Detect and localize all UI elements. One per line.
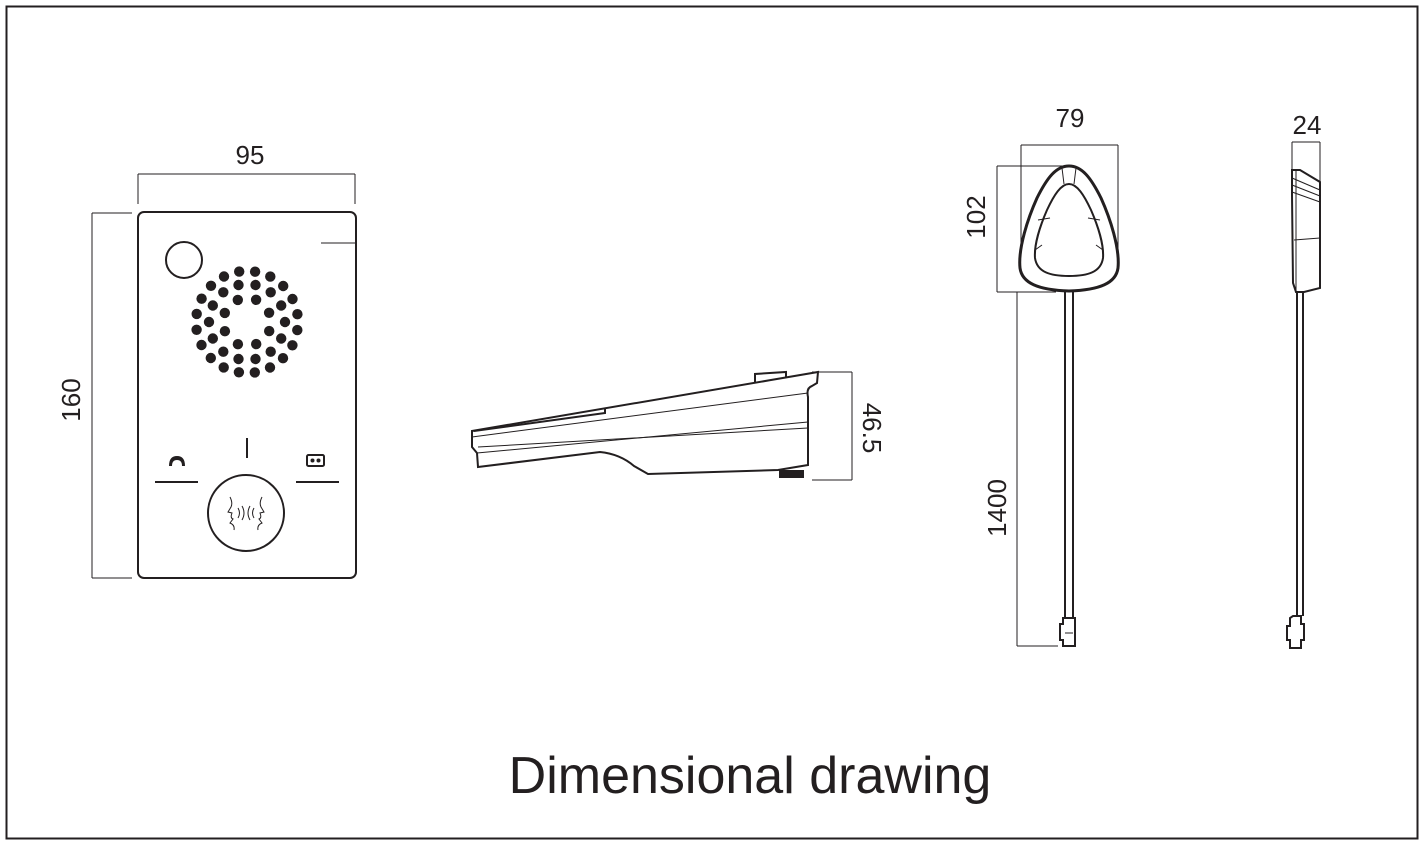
speaker-hole: [219, 307, 230, 319]
speaker-hole: [263, 307, 275, 318]
speaker-hole: [219, 326, 231, 337]
call-button: [207, 474, 285, 552]
speaker-hole: [207, 333, 218, 344]
speaker-hole: [218, 287, 229, 298]
dimension-label-handset-width: 79: [1056, 103, 1085, 133]
front-panel: [137, 211, 357, 579]
dimension-cable-length: 1400: [982, 292, 1058, 647]
speaker-hole: [279, 316, 291, 328]
speaker-hole: [292, 309, 303, 320]
front-view: 95 160: [56, 140, 357, 579]
dimension-label-handset-thickness: 24: [1293, 110, 1322, 140]
side-foot: [779, 470, 804, 478]
speaker-hole: [191, 324, 202, 335]
dimension-side-depth: 46.5: [812, 371, 887, 481]
speaker-hole: [277, 353, 289, 364]
speaker-hole: [232, 339, 244, 350]
speaker-hole: [249, 266, 261, 277]
phone-icon: [169, 456, 185, 466]
speaker-hole: [250, 294, 262, 305]
speaker-hole: [233, 279, 244, 291]
page-frame: [5, 5, 1419, 840]
speaker-hole: [287, 293, 298, 305]
speaker-hole: [265, 346, 276, 357]
dimension-handset-width: 79: [1020, 103, 1119, 260]
speaker-hole: [265, 271, 276, 282]
dimension-label-cable-length: 1400: [982, 479, 1012, 537]
speaker-hole: [205, 352, 216, 364]
handset-side-view: 24: [1286, 110, 1322, 649]
speaker-hole: [191, 308, 202, 320]
dimension-label-front-width: 95: [236, 140, 265, 170]
dimension-label-handset-height: 102: [961, 195, 991, 238]
speaker-hole: [264, 325, 275, 337]
dimension-handset-height: 102: [961, 165, 1066, 293]
speaker-hole: [205, 280, 217, 291]
talk-icon: [227, 496, 265, 531]
speaker-hole: [232, 294, 243, 306]
side-body: [471, 370, 820, 476]
dimension-label-side-depth: 46.5: [857, 403, 887, 454]
dimension-front-width: 95: [137, 140, 356, 204]
speaker-hole: [276, 333, 287, 344]
speaker-hole: [218, 362, 229, 373]
handset-inner-ring: [1033, 182, 1105, 278]
speaker-hole: [278, 280, 289, 292]
speaker-hole: [233, 353, 244, 365]
speaker-hole: [218, 346, 229, 357]
side-cable-connector: [1286, 615, 1305, 649]
speaker-hole: [250, 279, 261, 291]
speaker-hole: [203, 316, 215, 328]
speaker-hole: [250, 353, 261, 365]
speaker-hole: [233, 367, 245, 378]
speaker-hole: [218, 271, 230, 282]
speaker-hole: [196, 339, 207, 351]
speaker-hole: [249, 367, 260, 378]
speaker-hole: [276, 300, 287, 311]
speaker-hole: [251, 338, 262, 350]
cable-connector: [1059, 617, 1076, 647]
speaker-hole: [234, 266, 245, 277]
speaker-hole: [196, 293, 207, 304]
speaker-hole: [264, 362, 276, 373]
speaker-hole: [287, 340, 298, 351]
side-view: 46.5: [471, 370, 887, 481]
side-top-bump: [754, 370, 787, 382]
handset-outer-shell: [1018, 164, 1120, 293]
camera-lens: [165, 241, 203, 279]
handset-front-view: 79 102 1400: [961, 103, 1120, 647]
dimension-handset-thickness: 24: [1291, 110, 1322, 185]
voicemail-icon: [306, 454, 325, 467]
dimension-label-front-height: 160: [56, 378, 86, 421]
drawing-caption: Dimensional drawing: [509, 747, 992, 805]
speaker-hole: [265, 287, 276, 298]
speaker-hole: [207, 300, 218, 311]
speaker-grille: [191, 266, 303, 378]
speaker-hole: [292, 324, 303, 336]
dimension-front-height: 160: [56, 212, 132, 579]
